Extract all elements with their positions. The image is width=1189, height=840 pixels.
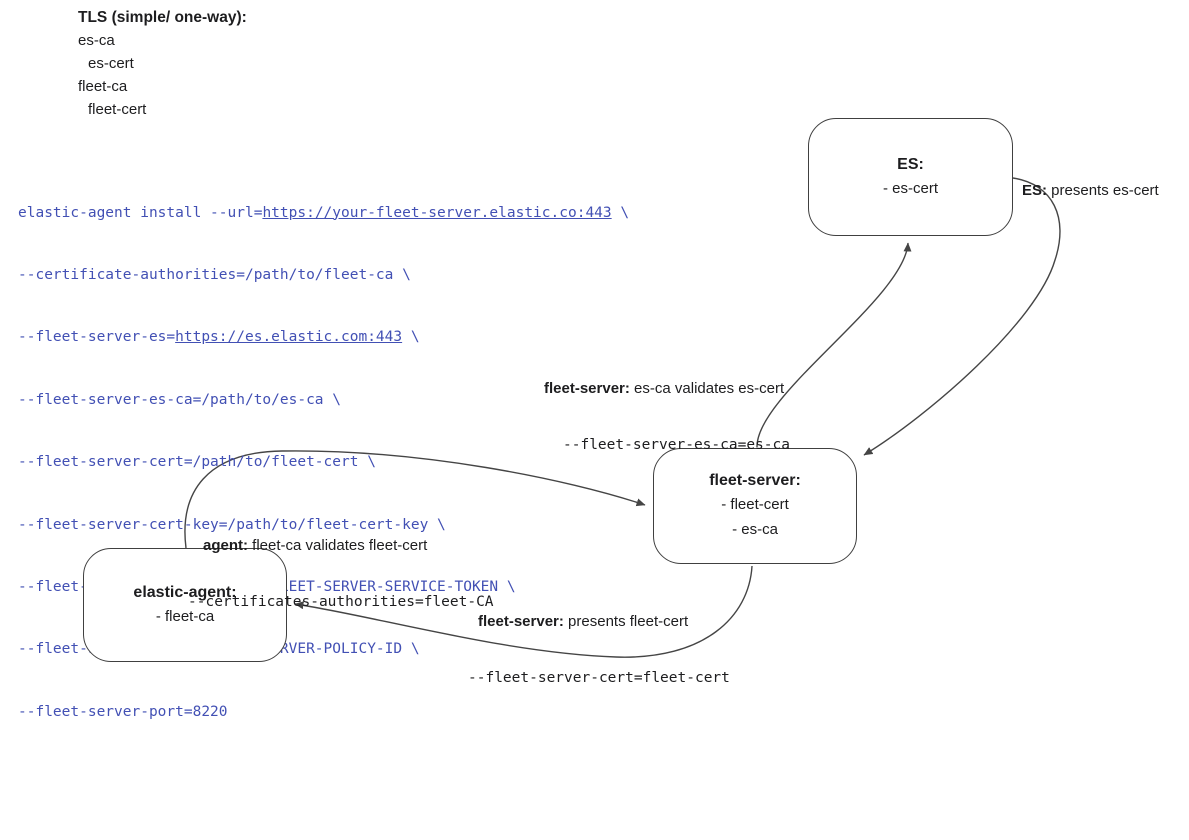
command-line: --fleet-server-port=8220 xyxy=(18,703,228,720)
legend-item-es-ca: es-ca xyxy=(78,32,115,49)
fleet-server-url-link[interactable]: https://your-fleet-server.elastic.co:443 xyxy=(262,204,612,221)
node-fleet-server-item: - es-ca xyxy=(732,521,778,538)
edge-label-flag: --fleet-server-es-ca=es-ca xyxy=(563,437,790,453)
command-line: --certificate-authorities=/path/to/fleet… xyxy=(18,266,411,283)
edge-label-fleet-server-presents: fleet-server: presents fleet-cert --flee… xyxy=(468,613,730,686)
node-fleet-server-title: fleet-server: xyxy=(709,472,801,489)
legend-title: TLS (simple/ one-way): xyxy=(78,9,247,26)
edge-label-flag: --certificates-authorities=fleet-CA xyxy=(188,594,494,610)
legend-item-fleet-cert: fleet-cert xyxy=(88,101,147,118)
node-es: ES: - es-cert xyxy=(808,118,1013,236)
es-url-link[interactable]: https://es.elastic.com:443 xyxy=(175,329,403,346)
edge-label-fleet-server-validates: fleet-server: es-ca validates es-cert --… xyxy=(544,380,790,453)
edge-label-agent-validates: agent: fleet-ca validates fleet-cert --c… xyxy=(188,537,494,610)
command-line: --fleet-server-cert-key=/path/to/fleet-c… xyxy=(18,516,446,533)
edge-label-flag: --fleet-server-cert=fleet-cert xyxy=(468,670,730,686)
node-es-title: ES: xyxy=(897,155,924,173)
tls-legend: TLS (simple/ one-way): es-ca es-cert fle… xyxy=(78,6,247,121)
legend-item-es-cert: es-cert xyxy=(88,55,134,72)
command-line: --fleet-server-es=https://es.elastic.com… xyxy=(18,329,420,346)
node-elastic-agent: elastic-agent: - fleet-ca xyxy=(83,548,287,662)
node-es-item: - es-cert xyxy=(882,179,938,197)
node-elastic-agent-item: - fleet-ca xyxy=(155,607,215,625)
node-fleet-server-item: - fleet-cert xyxy=(721,496,789,513)
node-elastic-agent-title: elastic-agent: xyxy=(133,583,237,601)
command-line: elastic-agent install --url=https://your… xyxy=(18,204,630,221)
edge-label-es-presents: ES: presents es-cert xyxy=(1022,182,1159,199)
legend-item-fleet-ca: fleet-ca xyxy=(78,78,128,95)
command-line: --fleet-server-cert=/path/to/fleet-cert … xyxy=(18,454,376,471)
node-fleet-server: fleet-server: - fleet-cert - es-ca xyxy=(653,448,857,564)
command-line: --fleet-server-es-ca=/path/to/es-ca \ xyxy=(18,391,342,408)
